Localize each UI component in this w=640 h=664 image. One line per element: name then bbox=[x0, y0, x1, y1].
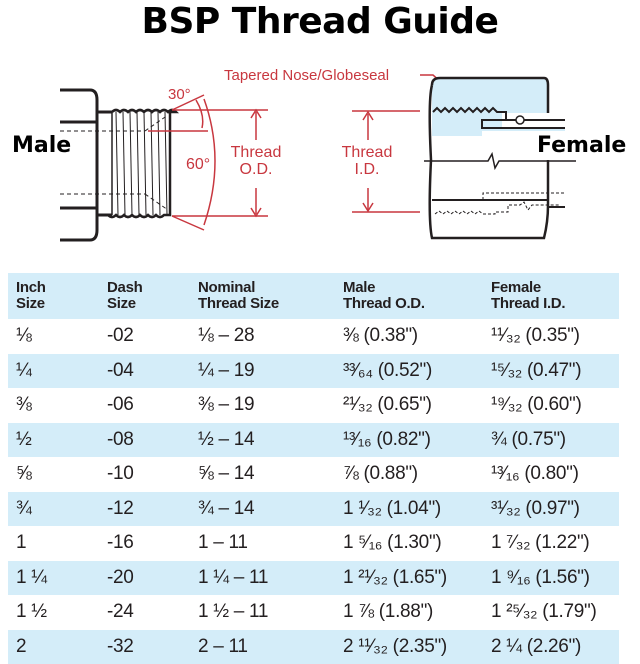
cell-male-thread-od: 1 ⁵⁄₁₆ (1.30") bbox=[343, 532, 491, 554]
table-row: ⅛ -02 ⅛ – 28 ⅜ (0.38") ¹¹⁄₃₂ (0.35") bbox=[8, 319, 619, 354]
table-row: ⅜ -06 ⅜ – 19 ²¹⁄₃₂ (0.65") ¹⁹⁄₃₂ (0.60") bbox=[8, 388, 619, 423]
table-row: ½ -08 ½ – 14 ¹³⁄₁₆ (0.82") ¾ (0.75") bbox=[8, 423, 619, 458]
female-label: Female bbox=[537, 133, 626, 159]
cell-dash-size: -10 bbox=[107, 463, 198, 485]
cell-dash-size: -02 bbox=[107, 325, 198, 347]
cell-inch-size: 2 bbox=[8, 636, 107, 658]
cell-dash-size: -24 bbox=[107, 601, 198, 623]
cell-male-thread-od: 1 ¹⁄₃₂ (1.04") bbox=[343, 498, 491, 520]
cell-male-thread-od: ⅜ (0.38") bbox=[343, 325, 491, 347]
cell-inch-size: ⅜ bbox=[8, 394, 107, 416]
cell-inch-size: 1 bbox=[8, 532, 107, 554]
header-female-thread-id: Female Thread I.D. bbox=[491, 280, 619, 312]
cell-nominal-thread-size: 2 – 11 bbox=[198, 636, 343, 658]
cell-female-thread-id: ¹³⁄₁₆ (0.80") bbox=[491, 463, 619, 485]
cell-dash-size: -06 bbox=[107, 394, 198, 416]
cell-dash-size: -16 bbox=[107, 532, 198, 554]
thread-diagram: Male Female 30° 60° Thread O.D. Thread I… bbox=[0, 60, 640, 250]
cell-nominal-thread-size: ⅜ – 19 bbox=[198, 394, 343, 416]
cell-nominal-thread-size: ½ – 14 bbox=[198, 429, 343, 451]
table-row: ¾ -12 ¾ – 14 1 ¹⁄₃₂ (1.04") ³¹⁄₃₂ (0.97"… bbox=[8, 492, 619, 527]
cell-female-thread-id: ³¹⁄₃₂ (0.97") bbox=[491, 498, 619, 520]
cell-inch-size: ⅝ bbox=[8, 463, 107, 485]
cell-female-thread-id: ¹⁹⁄₃₂ (0.60") bbox=[491, 394, 619, 416]
male-label: Male bbox=[12, 133, 71, 159]
cell-nominal-thread-size: ¾ – 14 bbox=[198, 498, 343, 520]
thread-table: Inch Size Dash Size Nominal Thread Size … bbox=[8, 273, 619, 664]
cell-female-thread-id: ¹⁵⁄₃₂ (0.47") bbox=[491, 360, 619, 382]
angle-30-label: 30° bbox=[168, 86, 191, 103]
cell-inch-size: ¾ bbox=[8, 498, 107, 520]
cell-dash-size: -32 bbox=[107, 636, 198, 658]
cell-female-thread-id: 1 ²⁵⁄₃₂ (1.79") bbox=[491, 601, 619, 623]
thread-id-label: Thread I.D. bbox=[336, 144, 398, 178]
cell-inch-size: ⅛ bbox=[8, 325, 107, 347]
cell-male-thread-od: ²¹⁄₃₂ (0.65") bbox=[343, 394, 491, 416]
table-row: ¼ -04 ¼ – 19 ³³⁄₆₄ (0.52") ¹⁵⁄₃₂ (0.47") bbox=[8, 354, 619, 389]
cell-inch-size: 1 ½ bbox=[8, 601, 107, 623]
thread-od-label: Thread O.D. bbox=[226, 144, 286, 178]
cell-inch-size: 1 ¼ bbox=[8, 567, 107, 589]
cell-male-thread-od: 1 ²¹⁄₃₂ (1.65") bbox=[343, 567, 491, 589]
table-row: 1 -16 1 – 11 1 ⁵⁄₁₆ (1.30") 1 ⁷⁄₃₂ (1.22… bbox=[8, 526, 619, 561]
cell-female-thread-id: ¹¹⁄₃₂ (0.35") bbox=[491, 325, 619, 347]
cell-male-thread-od: 2 ¹¹⁄₃₂ (2.35") bbox=[343, 636, 491, 658]
cell-dash-size: -12 bbox=[107, 498, 198, 520]
header-dash-size: Dash Size bbox=[107, 280, 198, 312]
cell-male-thread-od: ¹³⁄₁₆ (0.82") bbox=[343, 429, 491, 451]
cell-male-thread-od: ⅞ (0.88") bbox=[343, 463, 491, 485]
cell-nominal-thread-size: ⅛ – 28 bbox=[198, 325, 343, 347]
header-male-thread-od: Male Thread O.D. bbox=[343, 280, 491, 312]
table-header-row: Inch Size Dash Size Nominal Thread Size … bbox=[8, 273, 619, 319]
cell-inch-size: ½ bbox=[8, 429, 107, 451]
cell-nominal-thread-size: 1 ½ – 11 bbox=[198, 601, 343, 623]
cell-female-thread-id: 1 ⁹⁄₁₆ (1.56") bbox=[491, 567, 619, 589]
table-row: 1 ¼ -20 1 ¼ – 11 1 ²¹⁄₃₂ (1.65") 1 ⁹⁄₁₆ … bbox=[8, 561, 619, 596]
angle-60-label: 60° bbox=[186, 156, 210, 173]
page-title: BSP Thread Guide bbox=[0, 0, 640, 44]
tapered-nose-label: Tapered Nose/Globeseal bbox=[224, 67, 389, 84]
cell-nominal-thread-size: 1 – 11 bbox=[198, 532, 343, 554]
table-row: 1 ½ -24 1 ½ – 11 1 ⅞ (1.88") 1 ²⁵⁄₃₂ (1.… bbox=[8, 595, 619, 630]
cell-dash-size: -08 bbox=[107, 429, 198, 451]
table-row: ⅝ -10 ⅝ – 14 ⅞ (0.88") ¹³⁄₁₆ (0.80") bbox=[8, 457, 619, 492]
cell-nominal-thread-size: ⅝ – 14 bbox=[198, 463, 343, 485]
cell-female-thread-id: 2 ¼ (2.26") bbox=[491, 636, 619, 658]
cell-male-thread-od: 1 ⅞ (1.88") bbox=[343, 601, 491, 623]
cell-nominal-thread-size: ¼ – 19 bbox=[198, 360, 343, 382]
header-nominal-thread-size: Nominal Thread Size bbox=[198, 280, 343, 312]
cell-male-thread-od: ³³⁄₆₄ (0.52") bbox=[343, 360, 491, 382]
cell-dash-size: -04 bbox=[107, 360, 198, 382]
cell-female-thread-id: 1 ⁷⁄₃₂ (1.22") bbox=[491, 532, 619, 554]
cell-nominal-thread-size: 1 ¼ – 11 bbox=[198, 567, 343, 589]
cell-female-thread-id: ¾ (0.75") bbox=[491, 429, 619, 451]
cell-inch-size: ¼ bbox=[8, 360, 107, 382]
table-row: 2 -32 2 – 11 2 ¹¹⁄₃₂ (2.35") 2 ¼ (2.26") bbox=[8, 630, 619, 664]
cell-dash-size: -20 bbox=[107, 567, 198, 589]
header-inch-size: Inch Size bbox=[8, 280, 107, 312]
